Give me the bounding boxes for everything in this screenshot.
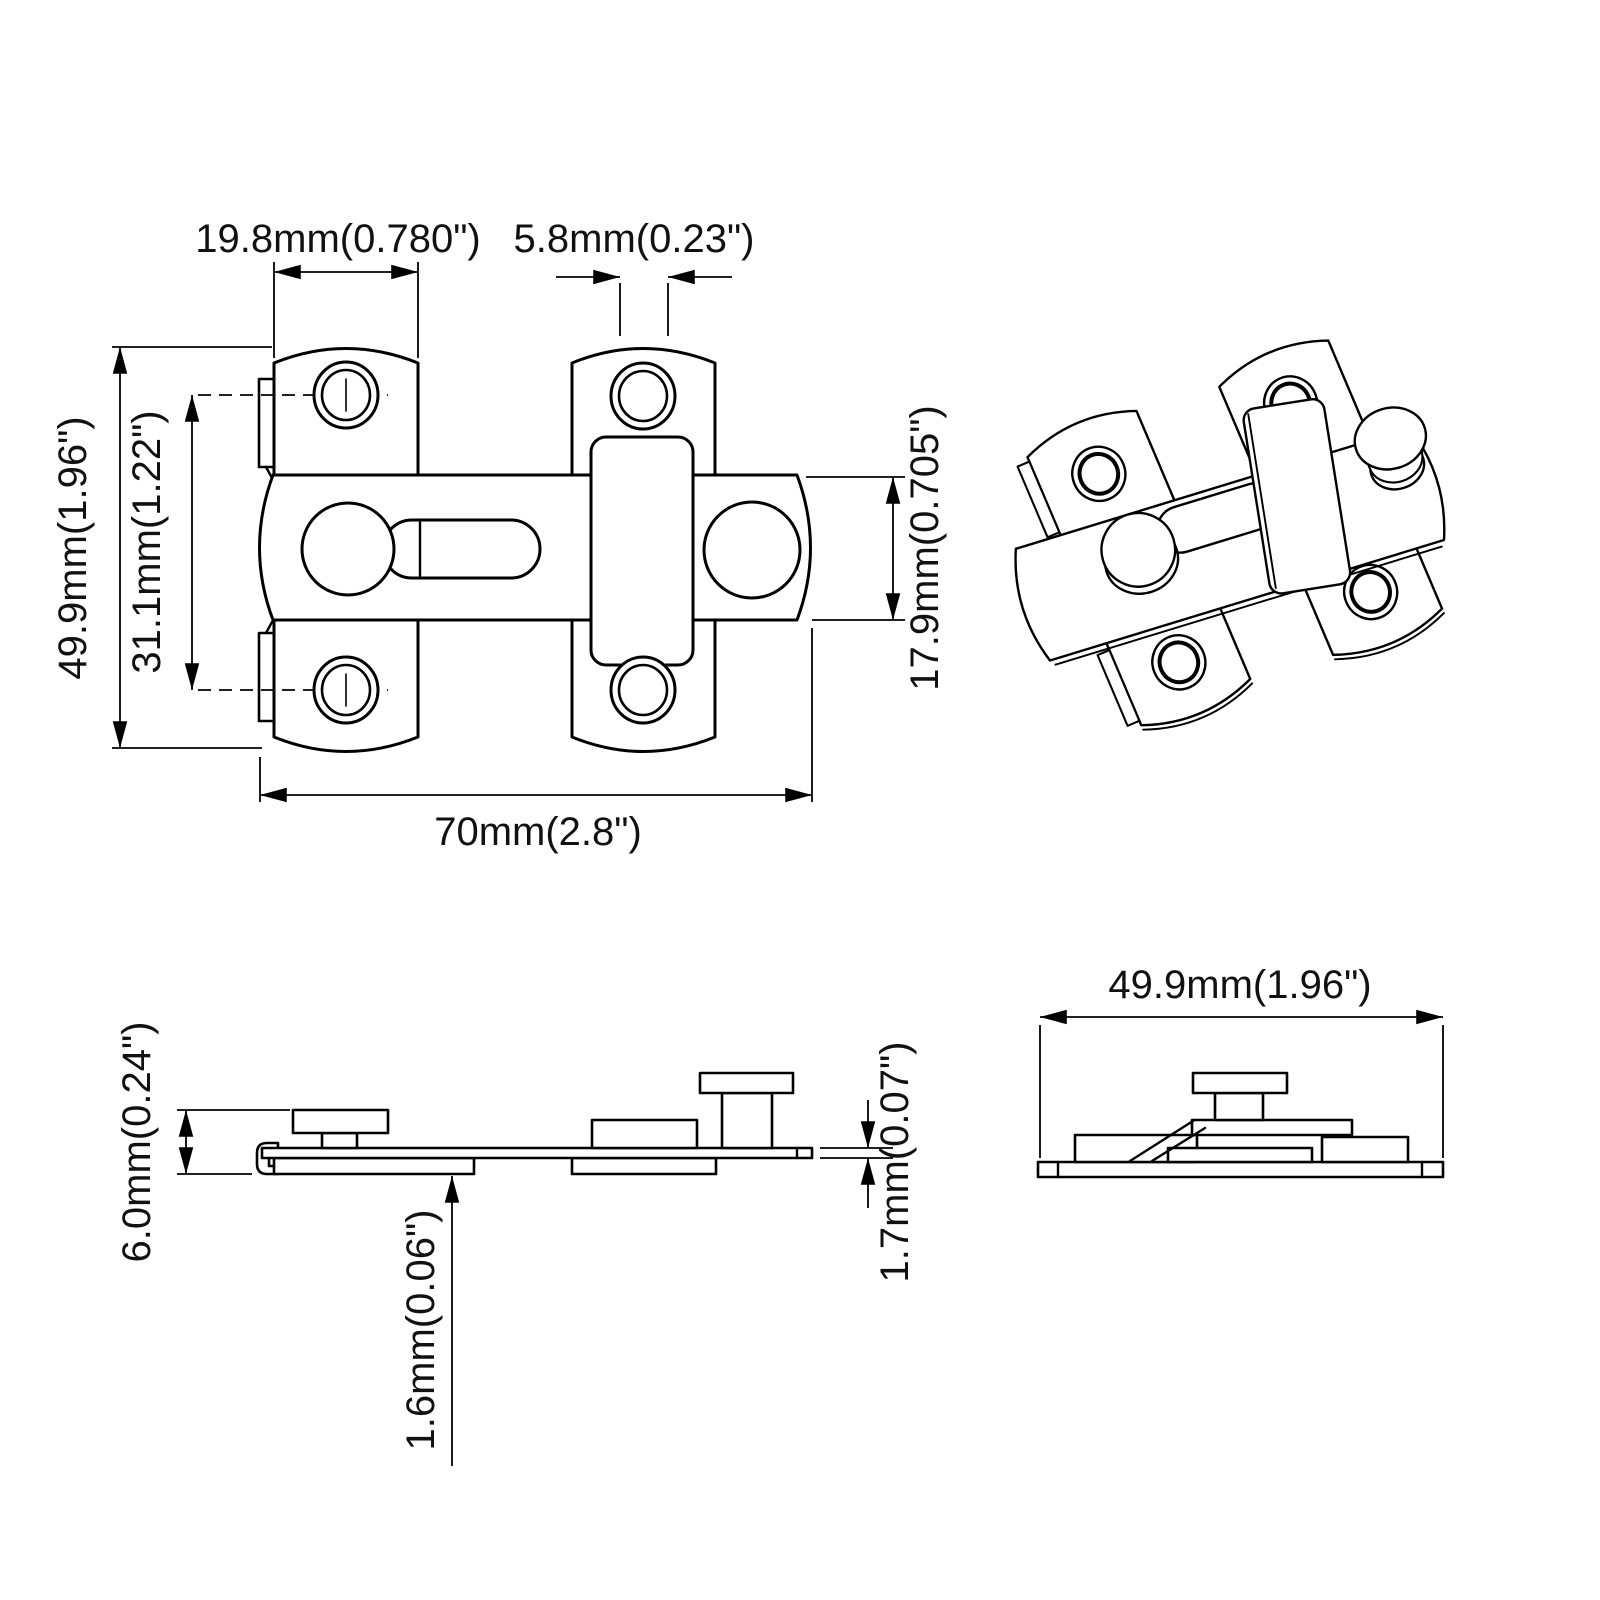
keeper-strap xyxy=(589,435,695,667)
side-keeper xyxy=(590,1118,699,1150)
dim-label-bar-width: 17.9mm(0.705") xyxy=(903,405,947,690)
keeper-diagonal xyxy=(1150,1126,1207,1163)
dim-label-overall-length: 70mm(2.8") xyxy=(434,810,642,854)
dim-plate-height: 49.9mm(1.96") xyxy=(51,346,272,749)
screw-holes xyxy=(198,360,677,725)
front-view xyxy=(198,347,812,753)
dim-hole-diameter: 5.8mm(0.23") xyxy=(514,217,755,336)
dim-label-bar-thickness: 1.7mm(0.07") xyxy=(873,1042,917,1283)
end-base-plate xyxy=(1036,1160,1445,1179)
side-left-plate xyxy=(272,1156,476,1176)
dim-total-thickness: 6.0mm(0.24") xyxy=(115,1022,290,1263)
dim-hole-spacing: 31.1mm(1.22") xyxy=(125,395,200,690)
left-plate-top-tab xyxy=(257,377,276,469)
dim-bar-thickness: 1.7mm(0.07") xyxy=(820,1042,917,1283)
dim-label-plate-width: 19.8mm(0.780") xyxy=(195,217,480,261)
dim-label-hole-spacing: 31.1mm(1.22") xyxy=(125,410,169,673)
side-pivot-stem xyxy=(320,1131,359,1150)
isometric-view xyxy=(1014,339,1446,731)
end-parts xyxy=(1036,1071,1445,1179)
dim-body-length: 49.9mm(1.96") xyxy=(1039,963,1444,1158)
bend-line xyxy=(264,620,274,635)
end-knob-stem xyxy=(1213,1091,1265,1122)
dim-label-base-thickness: 1.6mm(0.06") xyxy=(399,1210,443,1451)
pivot-knob xyxy=(300,501,396,597)
iso-pull-knob xyxy=(1353,406,1428,491)
side-pivot-cap xyxy=(291,1108,390,1135)
dim-label-hole-diameter: 5.8mm(0.23") xyxy=(514,217,755,261)
side-latch-bar xyxy=(260,1146,814,1160)
dim-overall-length: 70mm(2.8") xyxy=(259,628,813,854)
dim-base-thickness: 1.6mm(0.06") xyxy=(399,1176,460,1466)
dim-plate-width: 19.8mm(0.780") xyxy=(195,217,481,358)
screw-hole-inner xyxy=(617,369,669,423)
latch-bar-slot xyxy=(381,518,542,580)
side-pull-cap xyxy=(698,1071,795,1095)
iso-keeper-strap xyxy=(1242,398,1352,595)
side-profile-view: 6.0mm(0.24") 1.6mm(0.06") 1.7mm(0.07") xyxy=(115,1022,917,1466)
end-bar-strip xyxy=(1190,1118,1354,1137)
dim-label-body-length: 49.9mm(1.96") xyxy=(1108,963,1371,1007)
end-knob-cap xyxy=(1191,1071,1289,1095)
end-profile-view: 49.9mm(1.96") xyxy=(1036,963,1445,1179)
dim-label-plate-height: 49.9mm(1.96") xyxy=(51,416,95,679)
end-right-block xyxy=(1320,1135,1410,1164)
left-plate-bottom-tab xyxy=(257,631,276,723)
side-right-plate xyxy=(570,1156,718,1176)
side-pull-stem xyxy=(720,1091,774,1150)
screw-hole-inner xyxy=(617,663,669,717)
pull-knob xyxy=(702,500,802,600)
side-parts xyxy=(255,1071,814,1176)
end-lower-strip xyxy=(1166,1146,1314,1164)
latch-bar xyxy=(258,473,812,622)
dim-label-total-thickness: 6.0mm(0.24") xyxy=(115,1022,159,1263)
front-view-dimensions: 19.8mm(0.780") 5.8mm(0.23") 49.9mm(1.96"… xyxy=(51,217,947,854)
keeper-diagonal xyxy=(1128,1119,1195,1163)
dim-bar-width: 17.9mm(0.705") xyxy=(806,405,947,691)
